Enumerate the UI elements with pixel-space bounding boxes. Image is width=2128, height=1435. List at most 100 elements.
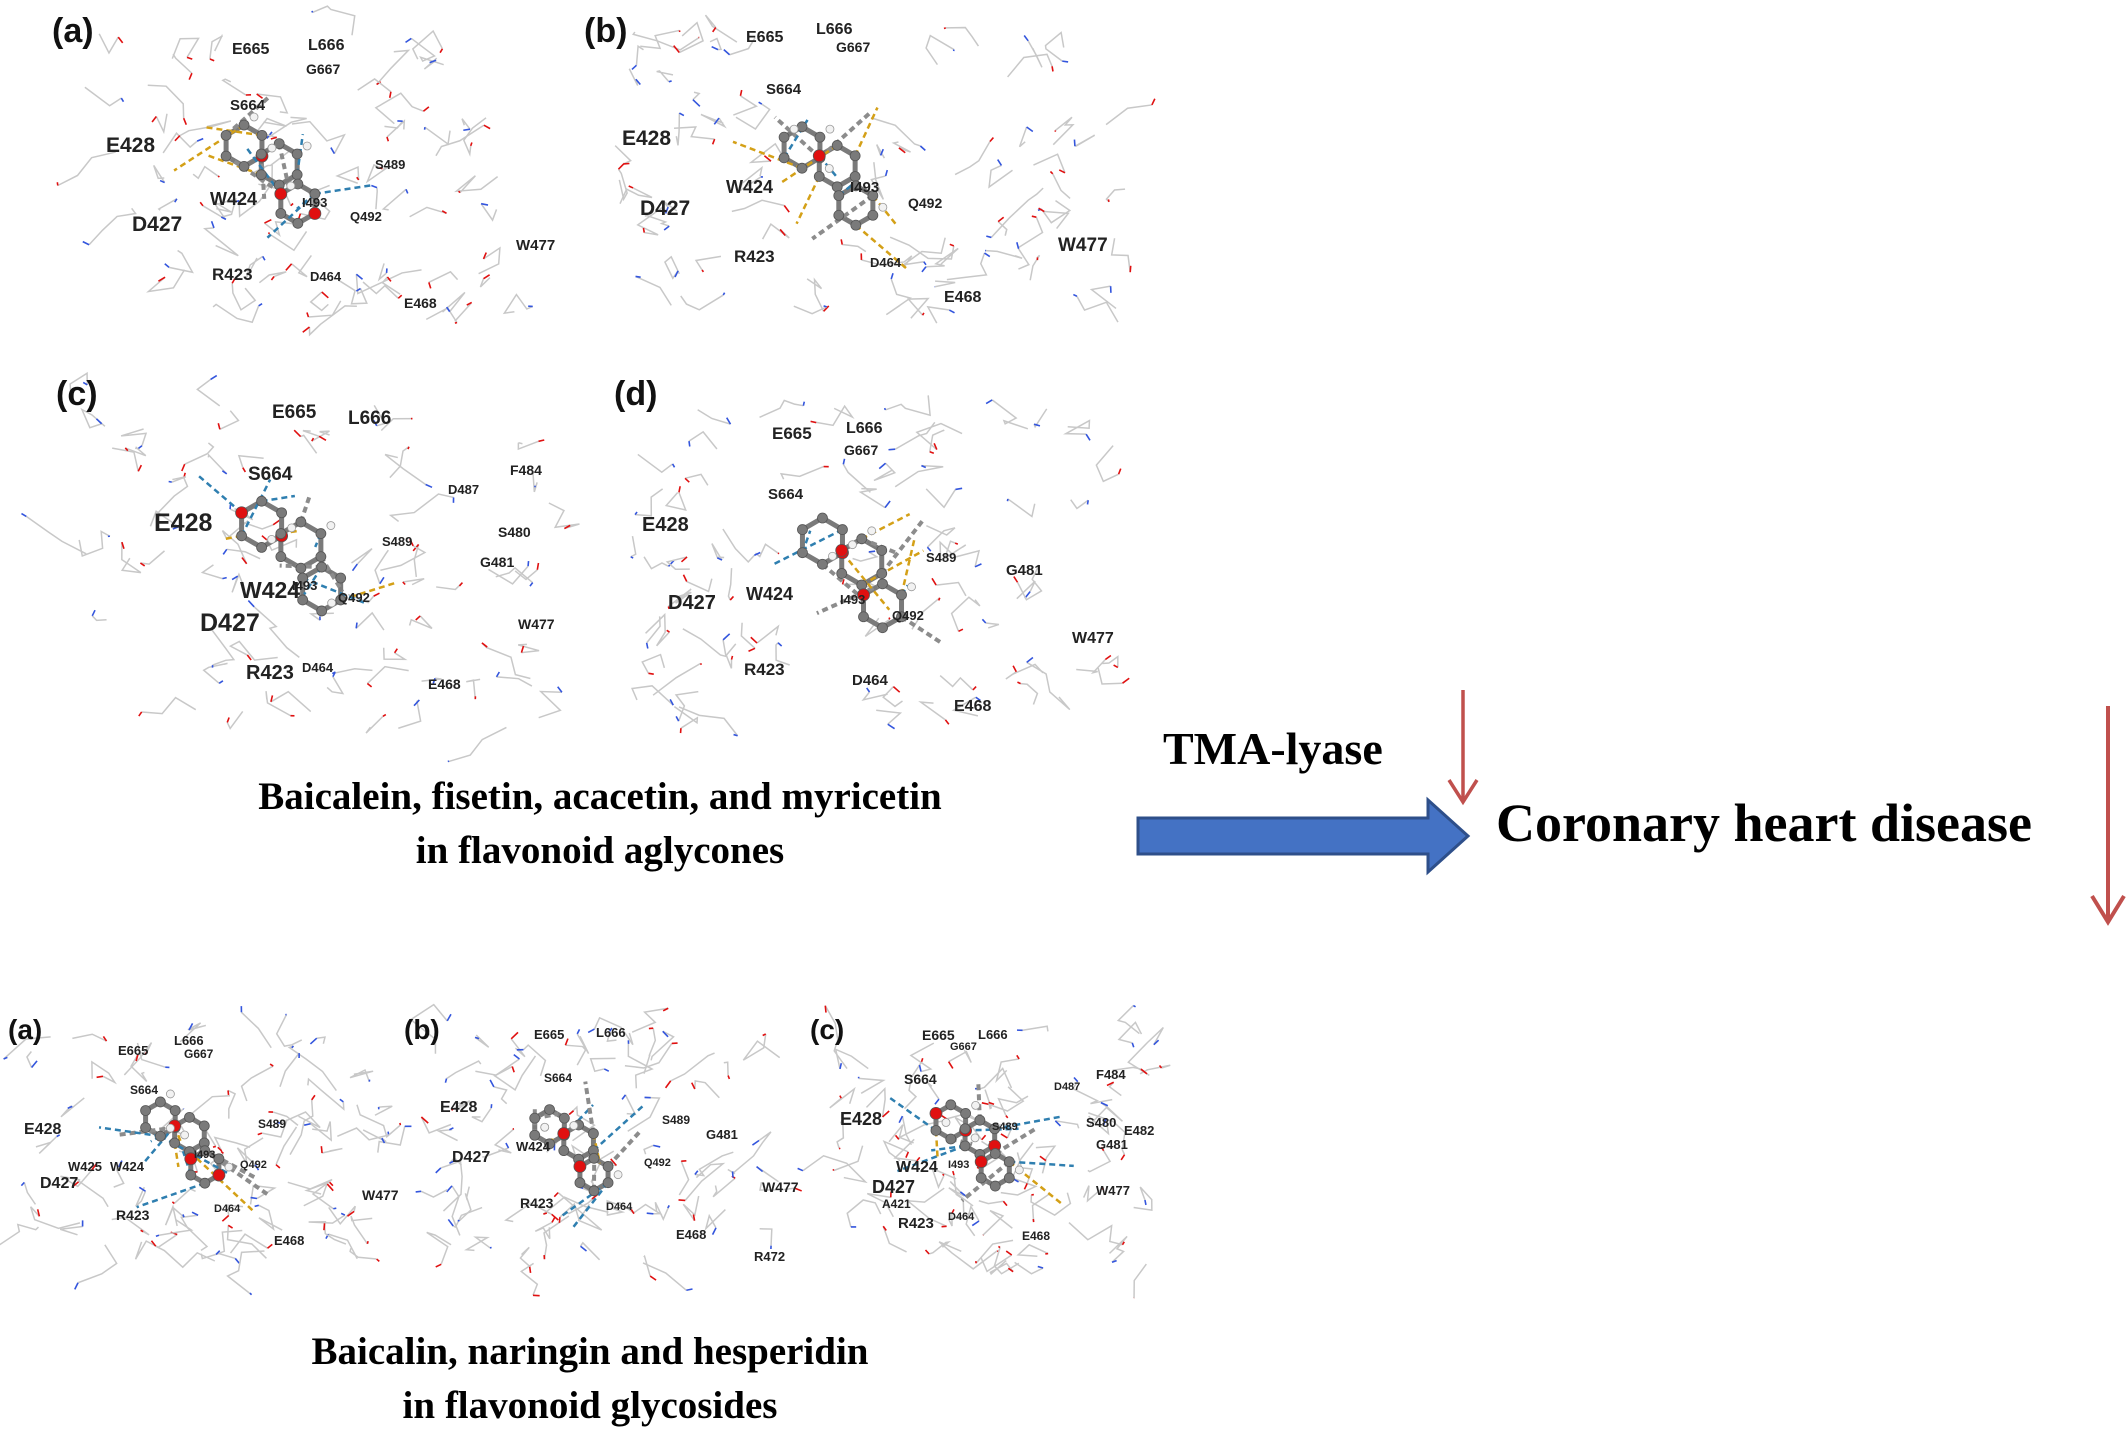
- protein-backbone: [894, 421, 936, 450]
- atom-stick: [1153, 1039, 1160, 1046]
- atom-stick: [446, 1013, 452, 1022]
- carbon-atom: [896, 589, 907, 601]
- protein-backbone: [1088, 1112, 1126, 1156]
- protein-backbone: [678, 706, 739, 737]
- carbon-atom: [588, 1185, 600, 1197]
- atom-stick: [435, 1167, 442, 1174]
- atom-stick: [435, 1263, 442, 1268]
- hydrogen-atom: [224, 1162, 234, 1172]
- protein-backbone: [946, 1113, 981, 1123]
- carbon-atom: [291, 148, 303, 160]
- protein-backbone: [680, 294, 724, 311]
- protein-backbone: [948, 1049, 972, 1063]
- protein-backbone: [664, 491, 687, 512]
- atom-stick: [667, 1205, 670, 1209]
- protein-backbone: [112, 447, 139, 472]
- atom-stick: [221, 1214, 230, 1222]
- protein-backbone: [471, 1107, 492, 1123]
- residue-label: Q492: [908, 195, 943, 211]
- protein-backbone: [761, 222, 790, 240]
- atom-stick: [879, 148, 884, 156]
- atom-stick: [529, 582, 534, 587]
- atom-stick: [1026, 656, 1034, 663]
- protein-backbone: [23, 1182, 37, 1205]
- atom-stick: [328, 1181, 334, 1187]
- protein-backbone: [1109, 1235, 1128, 1263]
- atom-stick: [954, 542, 959, 545]
- protein-backbone: [478, 246, 501, 275]
- atom-stick: [645, 642, 649, 649]
- atom-stick: [1107, 199, 1110, 203]
- protein-backbone: [91, 1060, 117, 1085]
- atom-stick: [366, 682, 373, 688]
- interaction-line: [783, 119, 809, 159]
- protein-backbone: [711, 543, 725, 561]
- protein-backbone: [349, 1248, 377, 1260]
- hydrogen-atom: [971, 1100, 981, 1110]
- carbon-atom: [850, 219, 862, 231]
- oxygen-atom: [835, 543, 849, 557]
- protein-backbone: [882, 686, 903, 708]
- atom-stick: [220, 1150, 224, 1154]
- carbon-atom: [213, 1153, 225, 1165]
- protein-backbone: [480, 203, 498, 222]
- residue-label: D427: [452, 1149, 491, 1166]
- atom-stick: [174, 198, 178, 203]
- atom-stick: [1106, 1081, 1115, 1087]
- protein-backbone: [894, 464, 944, 488]
- atom-stick: [919, 145, 926, 151]
- protein-backbone: [1029, 254, 1041, 281]
- atom-stick: [241, 557, 248, 565]
- carbon-atom: [975, 1172, 987, 1184]
- residue-label: S664: [230, 97, 266, 114]
- protein-backbone: [493, 1055, 537, 1091]
- atom-stick: [186, 56, 193, 60]
- protein-backbone: [459, 1186, 472, 1222]
- protein-backbone: [261, 1119, 288, 1138]
- protein-backbone: [258, 271, 287, 284]
- protein-backbone: [925, 247, 959, 268]
- protein-backbone: [1087, 1146, 1112, 1173]
- hydrogen-atom: [1014, 1165, 1024, 1175]
- atom-stick: [883, 407, 887, 411]
- protein-backbone: [870, 117, 921, 147]
- protein-backbone: [479, 277, 491, 288]
- atom-stick: [984, 252, 991, 258]
- atom-stick: [802, 401, 806, 406]
- atom-stick: [729, 595, 735, 601]
- atom-stick: [158, 276, 166, 282]
- oxygen-atom: [184, 1152, 198, 1166]
- residue-label: S664: [248, 464, 293, 485]
- atom-stick: [168, 480, 172, 483]
- protein-backbone: [136, 1042, 166, 1068]
- atom-stick: [943, 27, 946, 30]
- atom-stick: [617, 162, 625, 170]
- interaction-line: [811, 193, 875, 241]
- hydrogen-atom: [267, 143, 277, 153]
- atom-stick: [888, 448, 896, 451]
- interaction-line: [277, 143, 292, 190]
- atom-stick: [905, 1151, 910, 1158]
- protein-backbone: [435, 1128, 458, 1142]
- atom-stick: [447, 760, 450, 763]
- atom-stick: [242, 467, 247, 473]
- residue-label: W477: [1096, 1183, 1130, 1198]
- atom-stick: [480, 202, 489, 206]
- residue-label: S664: [544, 1071, 573, 1085]
- interaction-line: [195, 473, 243, 514]
- protein-backbone: [149, 510, 180, 528]
- protein-backbone: [179, 1022, 207, 1043]
- atom-stick: [923, 261, 927, 266]
- atom-stick: [1062, 60, 1069, 63]
- protein-backbone: [643, 1144, 654, 1155]
- atom-stick: [407, 446, 410, 450]
- residue-label: R423: [744, 660, 785, 679]
- carbon-atom: [140, 1105, 151, 1116]
- atom-stick: [981, 1102, 989, 1106]
- interaction-line: [861, 513, 911, 540]
- hydrogen-atom: [180, 1130, 190, 1140]
- protein-backbone: [882, 1139, 909, 1162]
- interaction-line: [976, 1083, 982, 1121]
- protein-backbone: [984, 1089, 993, 1110]
- carbon-atom: [833, 190, 845, 202]
